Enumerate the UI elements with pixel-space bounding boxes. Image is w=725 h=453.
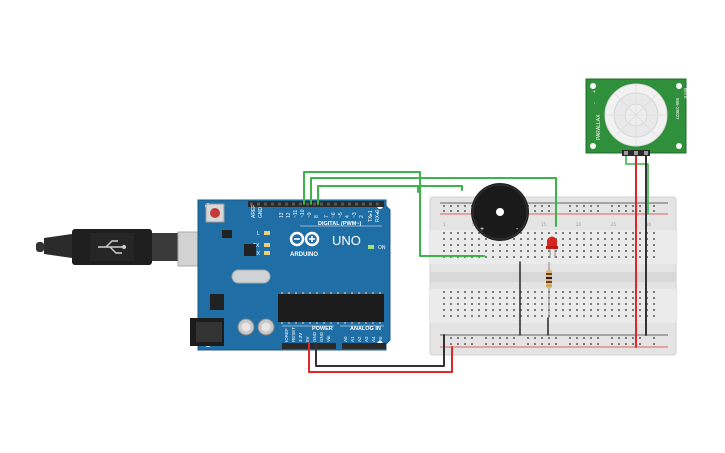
- usb-controller-chip: [244, 244, 256, 256]
- svg-text:5V: 5V: [305, 336, 310, 342]
- digital-label: DIGITAL (PWM~): [318, 221, 362, 227]
- buzzer-minus-label: -: [516, 226, 519, 233]
- status-leds: L TX RX: [253, 231, 270, 257]
- dc-power-jack: [190, 318, 224, 346]
- svg-text:L: L: [257, 231, 260, 237]
- gnd-label: GND: [258, 207, 264, 219]
- arduino-uno-board[interactable]: AREF GND 13 12 ~11 ~10 ~9 8 7 ~6 ~5 4 ~3…: [190, 199, 391, 351]
- power-label: POWER: [312, 326, 333, 332]
- buzzer-plus-label: +: [480, 226, 484, 233]
- bb-col-label-15: 15: [541, 222, 547, 227]
- svg-text:IOREF: IOREF: [284, 328, 289, 342]
- svg-text:A3: A3: [364, 336, 369, 342]
- pin-5-label: ~5: [338, 212, 344, 218]
- breadboard[interactable]: 1 5 10 15 20 25 30: [429, 196, 677, 356]
- brand-label: ARDUINO: [290, 252, 318, 258]
- wire-green-led: [317, 185, 419, 205]
- svg-text:A5: A5: [378, 336, 383, 342]
- svg-text:GND: GND: [319, 331, 324, 342]
- wire-black-gnd: [315, 334, 445, 367]
- wire-red-5v: [308, 342, 453, 373]
- pin-12-label: 12: [286, 212, 292, 218]
- bb-col-label-30: 30: [646, 222, 652, 227]
- usb-cable[interactable]: [36, 229, 205, 267]
- pir-brand-label: PARALLAX: [596, 114, 602, 140]
- pir-rev-label: REV B: [683, 88, 687, 99]
- pir-model-label: 555-28027: [675, 98, 680, 120]
- svg-text:TX: TX: [253, 243, 260, 249]
- svg-text:A1: A1: [350, 336, 355, 342]
- pir-pin-minus: -: [592, 102, 598, 104]
- pin-10-label: ~10: [300, 209, 306, 218]
- pin-11-label: ~11: [293, 210, 299, 218]
- wire-green-pir: [310, 177, 557, 227]
- svg-text:RX: RX: [253, 251, 261, 257]
- on-label: ON: [378, 245, 386, 251]
- pin-4-label: 4: [345, 215, 351, 218]
- wires[interactable]: [303, 151, 649, 373]
- pin-0-label: RX◂0: [375, 210, 381, 222]
- svg-text:A2: A2: [357, 336, 362, 342]
- pin-2-label: 2: [359, 215, 365, 218]
- wire-green-buzzer: [303, 171, 485, 257]
- model-label: UNO: [332, 233, 361, 248]
- arduino-logo-icon: [289, 231, 320, 247]
- svg-text:GND: GND: [312, 331, 317, 342]
- pir-motion-sensor[interactable]: PARALLAX 555-28027 REV B + -: [585, 78, 687, 156]
- crystal-oscillator: [231, 269, 271, 284]
- pin-8-label: 8: [314, 215, 320, 218]
- svg-text:A4: A4: [371, 336, 376, 342]
- atmega-chip: [278, 292, 384, 324]
- resistor[interactable]: [546, 262, 552, 318]
- svg-text:A0: A0: [343, 336, 348, 342]
- bb-col-label-25: 25: [611, 222, 617, 227]
- pin-3-label: ~3: [352, 212, 358, 218]
- pin-1-label: TX▸1: [368, 210, 374, 222]
- analog-in-label: ANALOG IN: [350, 326, 381, 332]
- bb-col-label-1: 1: [443, 222, 446, 227]
- pin-9-label: ~9: [307, 212, 313, 218]
- svg-text:3.3V: 3.3V: [298, 333, 303, 342]
- svg-text:RESET: RESET: [291, 327, 296, 342]
- bb-col-label-20: 20: [576, 222, 582, 227]
- aref-label: AREF: [251, 205, 257, 218]
- bb-col-label-5: 5: [472, 222, 475, 227]
- svg-text:Vin: Vin: [326, 335, 331, 342]
- analog-header: [342, 343, 386, 349]
- pin-6-label: ~6: [331, 212, 337, 218]
- pir-pin-plus: +: [592, 90, 598, 93]
- piezo-buzzer[interactable]: + -: [471, 183, 529, 241]
- red-led[interactable]: [546, 236, 558, 259]
- pin-7-label: 7: [324, 215, 330, 218]
- reset-button[interactable]: [205, 203, 225, 223]
- pin-13-label: 13: [279, 212, 285, 218]
- voltage-regulator: [210, 294, 224, 310]
